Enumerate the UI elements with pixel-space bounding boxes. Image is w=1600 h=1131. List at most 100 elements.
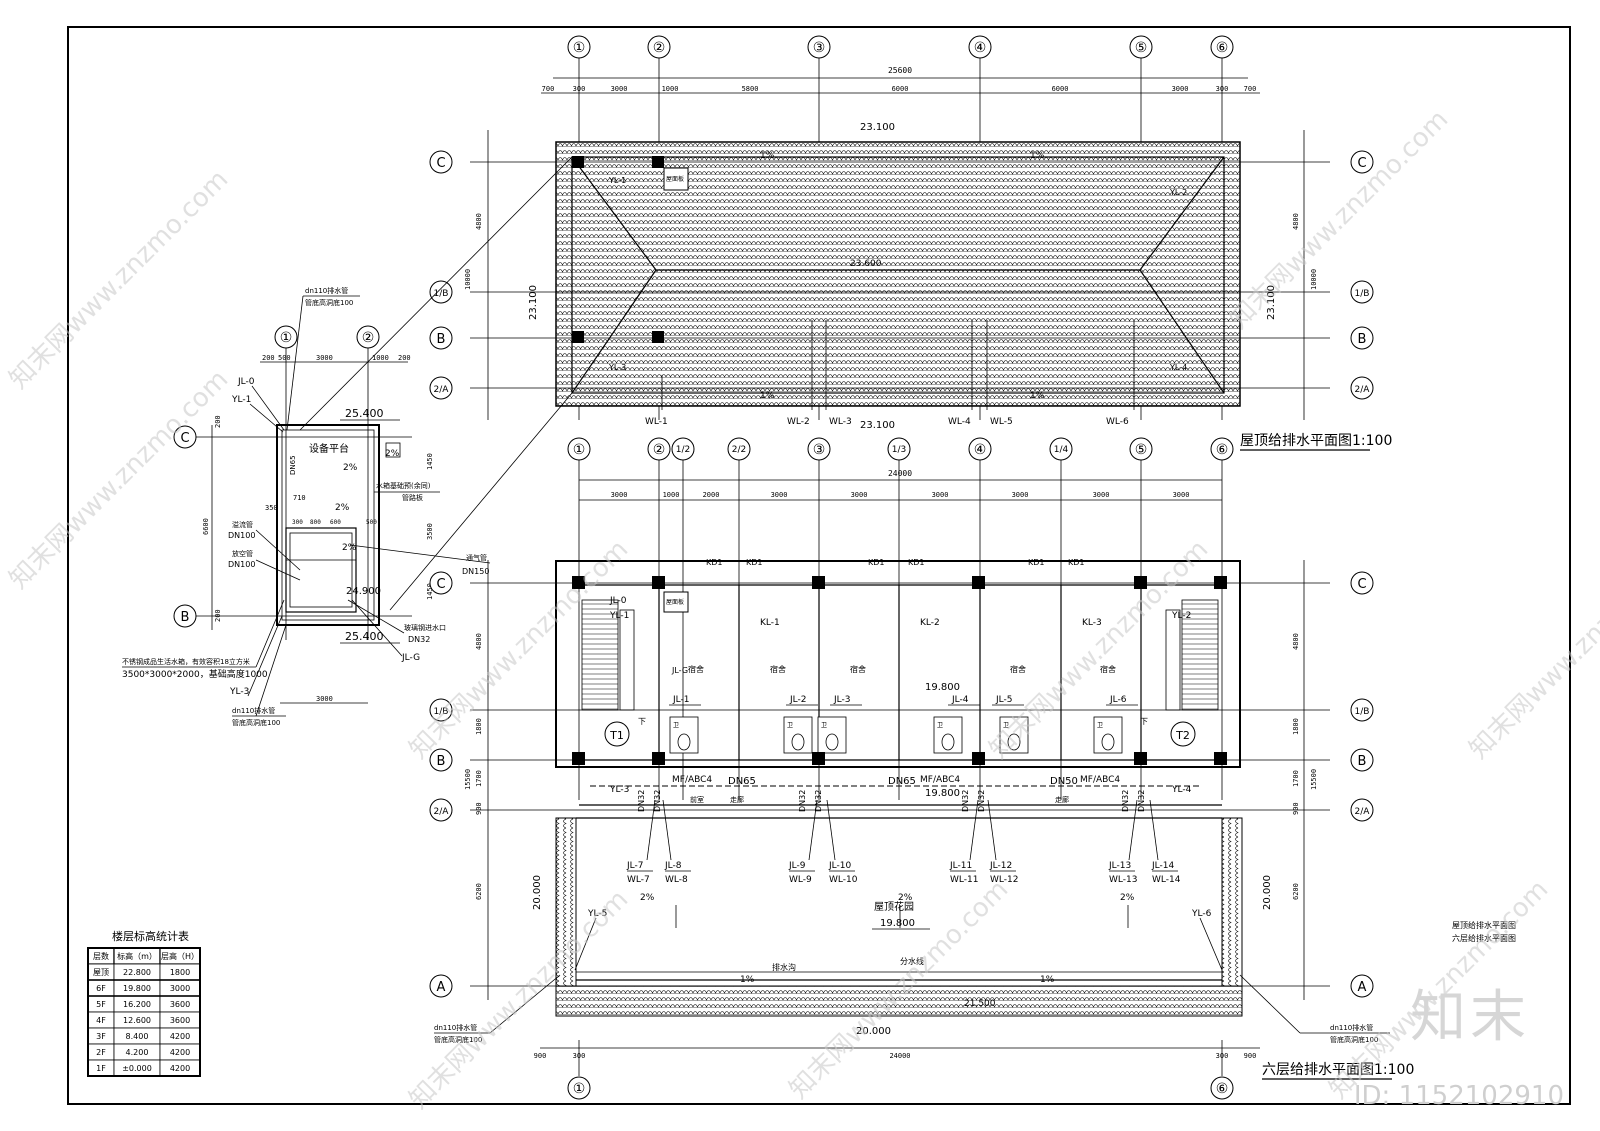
fire-ext-1: MF/ABC4 — [672, 775, 712, 785]
roof-dim: 300 — [573, 85, 586, 93]
table-highlight-row — [87, 979, 201, 997]
table-cell-text: 4200 — [170, 1064, 190, 1073]
six-side-axis: 1/B — [1355, 707, 1370, 717]
jl-label: JL-2 — [789, 695, 806, 705]
six-dim: 3000 — [1012, 491, 1029, 499]
tank-base-label: 水箱基础预(余同) — [376, 481, 431, 490]
six-dim: 2000 — [703, 491, 720, 499]
riser-label: JL-14 — [1151, 861, 1174, 871]
riser-label: JL-13 — [1108, 861, 1131, 871]
six-yl3: YL-3 — [609, 785, 629, 795]
roof-slope: 1% — [1030, 391, 1045, 401]
six-side-dim: 1800 — [1292, 718, 1300, 735]
kd-label: KD1 — [1068, 558, 1085, 567]
six-column — [652, 752, 665, 765]
table-border — [87, 947, 201, 1077]
drain-label: 放空管 — [232, 549, 253, 558]
detail-dim: 3000 — [316, 354, 333, 362]
detail-axis-1: ① — [280, 330, 293, 346]
roof-elev-left: 23.100 — [528, 285, 539, 320]
six-bottom-axis-6: ⑥ — [1216, 1081, 1229, 1097]
pipe-dn110-top: dn110排水管 — [305, 286, 348, 295]
six-side-bubble — [1350, 798, 1374, 822]
detail-dim-row: 300 — [292, 519, 303, 526]
side-note-sixth: 六层给排水平面图 — [1452, 933, 1516, 943]
roof-tile-field — [555, 141, 1241, 407]
riser-leader — [1128, 799, 1138, 861]
roof-axis-B-right: B — [1358, 332, 1367, 347]
platform-slope: 2% — [385, 449, 400, 459]
table-cell-text: 16.200 — [123, 1000, 151, 1009]
stair-T2: T2 — [1175, 729, 1190, 742]
table-cell-text: 5F — [96, 1000, 106, 1009]
inlet-dn: DN32 — [408, 635, 430, 644]
six-column — [972, 752, 985, 765]
table-cell-text: 3000 — [170, 984, 190, 993]
six-column — [972, 576, 985, 589]
room-label: 宿舍 — [1010, 664, 1026, 674]
elev-19800-corridor: 19.800 — [925, 788, 960, 799]
image-id: ID: 1152102910 — [1353, 1081, 1564, 1111]
watermark-text: 知末网www.znzmo.com — [1224, 104, 1455, 335]
six-building-outline — [555, 560, 1241, 768]
stair-down-left: 下 — [638, 717, 646, 726]
dn32-label: DN32 — [977, 790, 986, 812]
six-axis-label: ① — [573, 442, 586, 458]
riser-label: JL-12 — [989, 861, 1012, 871]
six-side-bubble — [429, 798, 453, 822]
room-label: 宿舍 — [850, 664, 866, 674]
vent-label: 通气管 — [466, 553, 487, 562]
six-dn110-right-note: 管底高洞底100 — [1330, 1035, 1378, 1044]
riser-label: JL-7 — [626, 861, 643, 871]
toilet-label: 卫 — [821, 722, 827, 729]
riser-label: JL-9 — [788, 861, 806, 871]
six-roof-access: 屋面板 — [666, 598, 684, 606]
corridor-word: 走廊 — [1055, 795, 1069, 804]
toilet-stall — [669, 716, 699, 754]
table-cell-text: ±0.000 — [122, 1064, 152, 1073]
six-column — [812, 752, 825, 765]
toilet-label: 卫 — [1003, 722, 1009, 729]
six-dim: 3000 — [771, 491, 788, 499]
six-axis-label: 1/4 — [1054, 445, 1069, 455]
table-cell-text: 6F — [96, 984, 106, 993]
toilet-stall — [999, 716, 1029, 754]
roof-side-total: 10000 — [1310, 269, 1318, 290]
riser-leader — [662, 799, 672, 861]
overflow-dn: DN100 — [228, 531, 255, 540]
roof-axis-4: ④ — [974, 40, 987, 56]
kd-label: KD1 — [868, 558, 885, 567]
elev-19800-room: 19.800 — [925, 682, 960, 693]
table-cell-text: 4200 — [170, 1032, 190, 1041]
six-side-total: 15500 — [1310, 769, 1318, 790]
six-axis-label: 2/2 — [732, 445, 746, 455]
right-elev: 20.000 — [1262, 875, 1273, 910]
detail-side-dim: 200 — [214, 609, 222, 622]
detail-side-dim: 200 — [214, 415, 222, 428]
room-label: 宿舍 — [770, 664, 786, 674]
six-dim: 3000 — [1093, 491, 1110, 499]
six-side-dim: 4800 — [475, 633, 483, 650]
six-side-bubble — [429, 571, 453, 595]
detail-yl3: YL-3 — [229, 687, 249, 697]
table-cell-text: 4200 — [170, 1048, 190, 1057]
kl-label: KL-1 — [760, 618, 780, 628]
riser-label: WL-10 — [829, 875, 858, 885]
kl-label: KL-3 — [1082, 618, 1102, 628]
roof-dim: 6000 — [892, 85, 909, 93]
table-cell-text: 19.800 — [123, 984, 151, 993]
six-side-axis: B — [1358, 754, 1367, 769]
six-side-dim: 1700 — [1292, 770, 1300, 787]
roof-axis-B: B — [437, 332, 446, 347]
six-side-bubble — [429, 748, 453, 772]
riser-label: JL-10 — [828, 861, 851, 871]
six-column — [1134, 576, 1147, 589]
toilet-label: 卫 — [673, 722, 679, 729]
table-cell-text: 3F — [96, 1032, 106, 1041]
garden-elev: 19.800 — [880, 918, 915, 929]
roof-axis-bubbles — [567, 35, 1234, 59]
six-jlg: JL-G — [671, 666, 688, 675]
dn32-label: DN32 — [798, 790, 807, 812]
